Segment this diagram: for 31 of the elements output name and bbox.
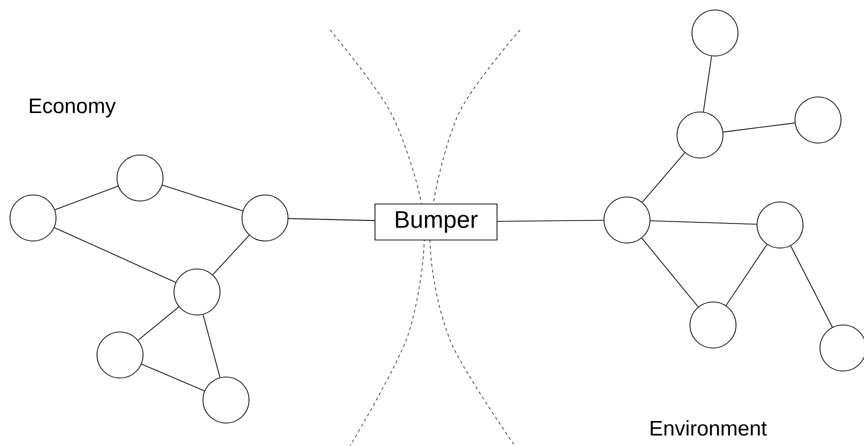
circle-node — [10, 194, 56, 242]
connector-line — [722, 122, 796, 132]
circle-node — [756, 202, 804, 248]
circle-node — [96, 332, 144, 378]
connector-line — [54, 227, 176, 283]
circle-node — [692, 10, 738, 56]
connector-line — [138, 306, 180, 341]
circle-node — [676, 112, 724, 158]
connector-line — [650, 220, 758, 225]
connector-line — [642, 152, 686, 203]
connector-line — [703, 56, 712, 112]
region-label: Environment — [650, 420, 767, 436]
connector-line — [726, 244, 768, 306]
circle-node — [116, 154, 164, 202]
circle-node — [794, 96, 842, 144]
connector-line — [202, 314, 220, 378]
connector-line — [54, 186, 118, 210]
connector-line — [141, 364, 205, 392]
circle-node — [174, 268, 220, 316]
connector-line — [288, 218, 375, 221]
circle-node — [242, 194, 288, 242]
connector-line — [497, 220, 604, 222]
bumper-box: Bumper — [374, 204, 498, 240]
circle-node — [202, 376, 250, 424]
connector-line — [212, 234, 250, 276]
circle-node — [690, 302, 736, 348]
circle-node — [604, 196, 650, 244]
connector-line — [641, 238, 699, 308]
connector-line — [790, 245, 833, 328]
connector-line — [162, 184, 244, 212]
region-label: Economy — [30, 98, 116, 118]
